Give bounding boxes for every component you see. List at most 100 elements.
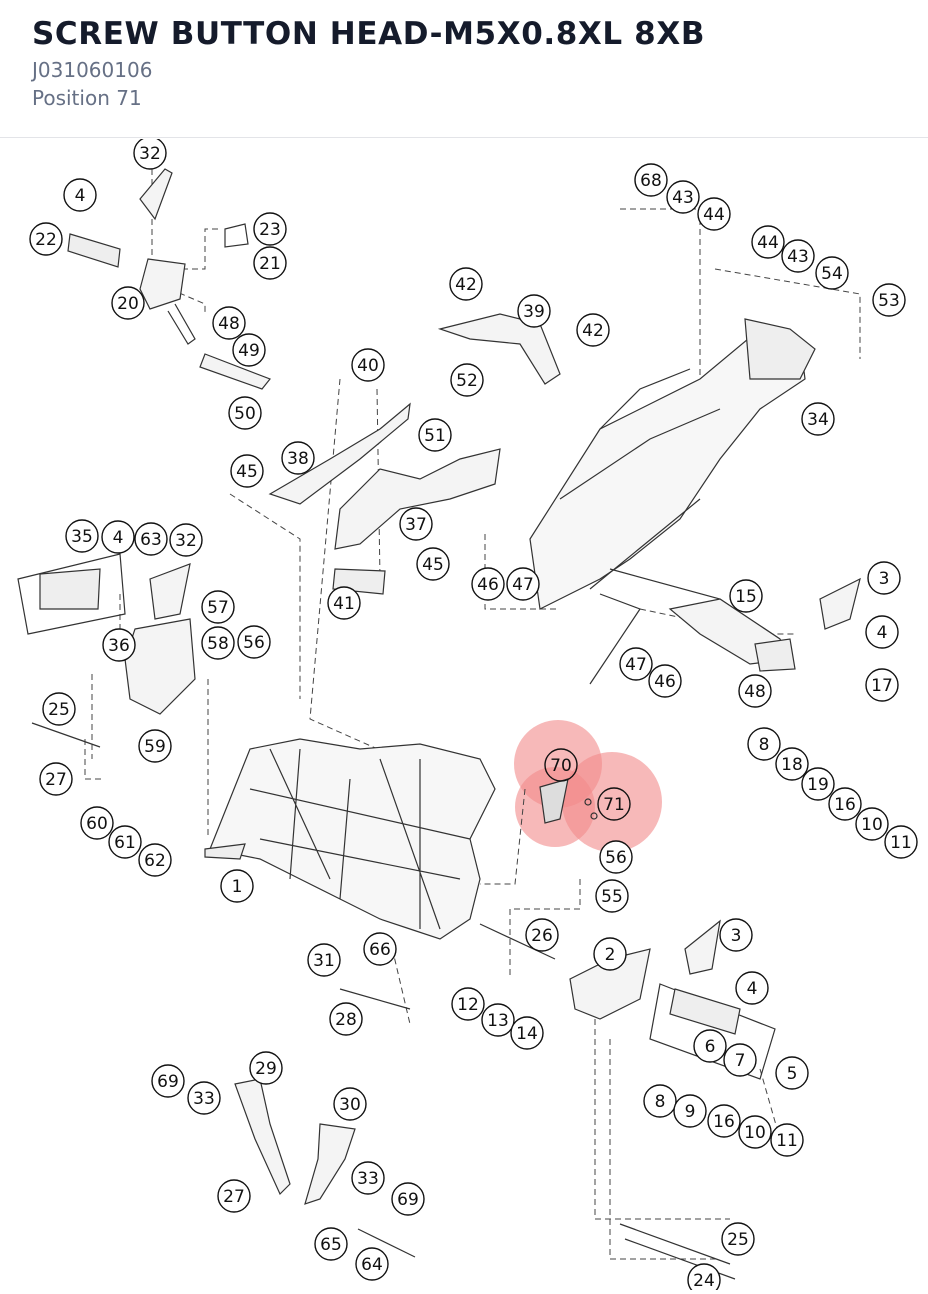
callout-label[interactable]: 16 <box>713 1112 735 1132</box>
callout-42[interactable]: 42 <box>576 313 610 347</box>
callout-label[interactable]: 11 <box>776 1131 798 1151</box>
callout-label[interactable]: 50 <box>234 404 256 424</box>
callout-circle[interactable] <box>333 1087 367 1121</box>
callout-label[interactable]: 69 <box>157 1072 179 1092</box>
callout-5[interactable]: 5 <box>775 1056 809 1090</box>
callout-label[interactable]: 42 <box>582 321 604 341</box>
callout-15[interactable]: 15 <box>729 579 763 613</box>
callout-2[interactable]: 2 <box>593 937 627 971</box>
callout-circle[interactable] <box>451 987 485 1021</box>
callout-circle[interactable] <box>481 1003 515 1037</box>
callout-label[interactable]: 63 <box>140 530 162 550</box>
callout-47[interactable]: 47 <box>506 567 540 601</box>
callout-label[interactable]: 55 <box>601 887 623 907</box>
callout-label[interactable]: 14 <box>516 1024 538 1044</box>
callout-44[interactable]: 44 <box>751 225 785 259</box>
callout-label[interactable]: 3 <box>879 569 890 589</box>
callout-label[interactable]: 30 <box>339 1095 361 1115</box>
callout-label[interactable]: 53 <box>878 291 900 311</box>
callout-circle[interactable] <box>399 507 433 541</box>
callout-circle[interactable] <box>307 943 341 977</box>
callout-circle[interactable] <box>707 1104 741 1138</box>
callout-label[interactable]: 37 <box>405 515 427 535</box>
callout-label[interactable]: 2 <box>605 945 616 965</box>
callout-71[interactable]: 71 <box>597 787 631 821</box>
callout-37[interactable]: 37 <box>399 507 433 541</box>
callout-69[interactable]: 69 <box>391 1182 425 1216</box>
callout-circle[interactable] <box>471 567 505 601</box>
callout-46[interactable]: 46 <box>471 567 505 601</box>
callout-label[interactable]: 52 <box>456 371 478 391</box>
callout-70[interactable]: 70 <box>544 748 578 782</box>
callout-43[interactable]: 43 <box>781 239 815 273</box>
callout-circle[interactable] <box>134 522 168 556</box>
callout-33[interactable]: 33 <box>187 1081 221 1115</box>
callout-label[interactable]: 69 <box>397 1190 419 1210</box>
callout-69[interactable]: 69 <box>151 1064 185 1098</box>
callout-41[interactable]: 41 <box>327 586 361 620</box>
callout-circle[interactable] <box>169 523 203 557</box>
callout-circle[interactable] <box>42 692 76 726</box>
callout-label[interactable]: 6 <box>705 1037 716 1057</box>
callout-circle[interactable] <box>634 163 668 197</box>
callout-circle[interactable] <box>721 1222 755 1256</box>
callout-31[interactable]: 31 <box>307 943 341 977</box>
callout-circle[interactable] <box>351 348 385 382</box>
callout-circle[interactable] <box>775 1056 809 1090</box>
callout-circle[interactable] <box>101 520 135 554</box>
callout-circle[interactable] <box>770 1123 804 1157</box>
callout-19[interactable]: 19 <box>801 767 835 801</box>
callout-label[interactable]: 64 <box>361 1255 383 1275</box>
callout-circle[interactable] <box>449 267 483 301</box>
callout-circle[interactable] <box>687 1263 721 1294</box>
callout-44[interactable]: 44 <box>697 197 731 231</box>
callout-label[interactable]: 38 <box>287 449 309 469</box>
callout-26[interactable]: 26 <box>525 918 559 952</box>
callout-7[interactable]: 7 <box>723 1043 757 1077</box>
callout-label[interactable]: 41 <box>333 594 355 614</box>
callout-68[interactable]: 68 <box>634 163 668 197</box>
callout-label[interactable]: 4 <box>113 528 124 548</box>
callout-49[interactable]: 49 <box>232 333 266 367</box>
callout-12[interactable]: 12 <box>451 987 485 1021</box>
callout-label[interactable]: 40 <box>357 356 379 376</box>
callout-circle[interactable] <box>329 1002 363 1036</box>
callout-35[interactable]: 35 <box>65 519 99 553</box>
callout-label[interactable]: 27 <box>45 770 67 790</box>
callout-62[interactable]: 62 <box>138 843 172 877</box>
callout-13[interactable]: 13 <box>481 1003 515 1037</box>
callout-circle[interactable] <box>738 674 772 708</box>
callout-circle[interactable] <box>719 918 753 952</box>
callout-label[interactable]: 58 <box>207 634 229 654</box>
callout-circle[interactable] <box>525 918 559 952</box>
callout-label[interactable]: 13 <box>487 1011 509 1031</box>
callout-43[interactable]: 43 <box>666 180 700 214</box>
callout-circle[interactable] <box>232 333 266 367</box>
callout-label[interactable]: 18 <box>781 755 803 775</box>
callout-circle[interactable] <box>102 628 136 662</box>
callout-4[interactable]: 4 <box>101 520 135 554</box>
callout-label[interactable]: 4 <box>747 979 758 999</box>
callout-circle[interactable] <box>735 971 769 1005</box>
callout-circle[interactable] <box>230 454 264 488</box>
callout-8[interactable]: 8 <box>643 1084 677 1118</box>
callout-circle[interactable] <box>351 1161 385 1195</box>
callout-circle[interactable] <box>327 586 361 620</box>
callout-34[interactable]: 34 <box>801 402 835 436</box>
callout-label[interactable]: 68 <box>640 171 662 191</box>
callout-29[interactable]: 29 <box>249 1051 283 1085</box>
callout-label[interactable]: 46 <box>477 575 499 595</box>
callout-circle[interactable] <box>619 647 653 681</box>
callout-circle[interactable] <box>599 840 633 874</box>
callout-label[interactable]: 21 <box>259 254 281 274</box>
callout-circle[interactable] <box>65 519 99 553</box>
callout-label[interactable]: 32 <box>175 531 197 551</box>
callout-circle[interactable] <box>723 1043 757 1077</box>
callout-label[interactable]: 23 <box>259 220 281 240</box>
callout-circle[interactable] <box>237 625 271 659</box>
callout-59[interactable]: 59 <box>138 729 172 763</box>
callout-18[interactable]: 18 <box>775 747 809 781</box>
callout-8[interactable]: 8 <box>747 727 781 761</box>
callout-circle[interactable] <box>391 1182 425 1216</box>
callout-label[interactable]: 10 <box>861 815 883 835</box>
